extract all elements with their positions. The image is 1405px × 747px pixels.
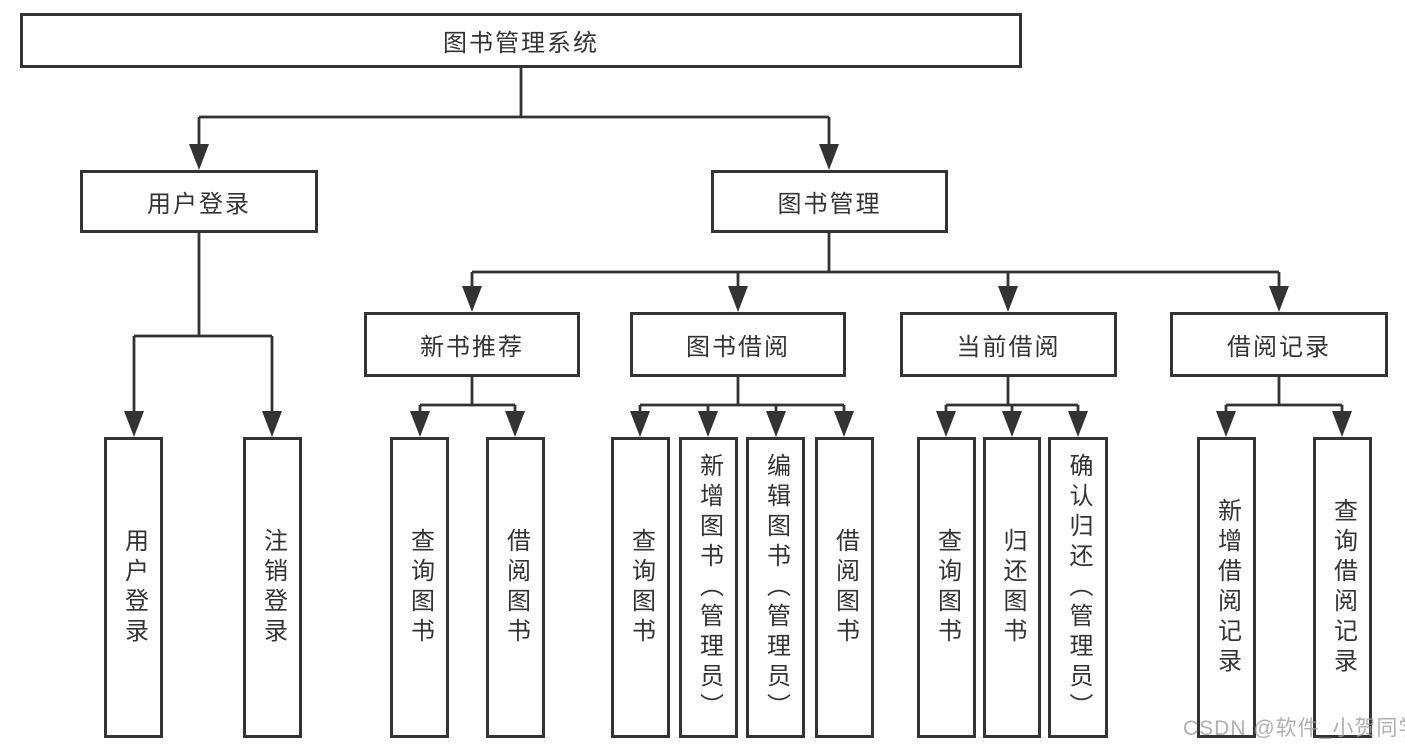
node-leaf-borrow-books-borrowing: 借阅图书 (815, 437, 874, 738)
node-current-borrowing: 当前借阅 (900, 312, 1117, 377)
node-leaf-edit-books-admin: 编辑图书（管理员） (746, 437, 805, 738)
node-root: 图书管理系统 (20, 13, 1022, 68)
node-leaf-query-books-borrowing: 查询图书 (611, 437, 670, 738)
node-new-book-recommend: 新书推荐 (364, 312, 580, 377)
node-user-login: 用户登录 (80, 170, 318, 233)
node-leaf-add-books-admin: 新增图书（管理员） (679, 437, 738, 738)
node-leaf-borrow-books-recommend: 借阅图书 (486, 437, 545, 738)
connector-paths (132, 68, 1344, 413)
node-leaf-query-books-recommend: 查询图书 (390, 437, 449, 738)
node-leaf-logout: 注销登录 (243, 437, 302, 738)
node-book-borrowing: 图书借阅 (630, 312, 846, 377)
node-leaf-query-books-current: 查询图书 (917, 437, 976, 738)
node-leaf-add-borrow-record: 新增借阅记录 (1197, 437, 1256, 738)
node-leaf-query-borrow-record: 查询借阅记录 (1313, 437, 1372, 738)
node-borrowing-records: 借阅记录 (1170, 312, 1388, 377)
csdn-watermark: CSDN @软件_小贺同学 (1183, 717, 1405, 740)
node-leaf-return-books: 归还图书 (983, 437, 1041, 738)
node-book-management: 图书管理 (711, 170, 948, 233)
node-leaf-user-login: 用户登录 (104, 437, 163, 738)
node-leaf-confirm-return-admin: 确认归还（管理员） (1048, 437, 1108, 738)
arrowhead-icons (124, 144, 1352, 437)
